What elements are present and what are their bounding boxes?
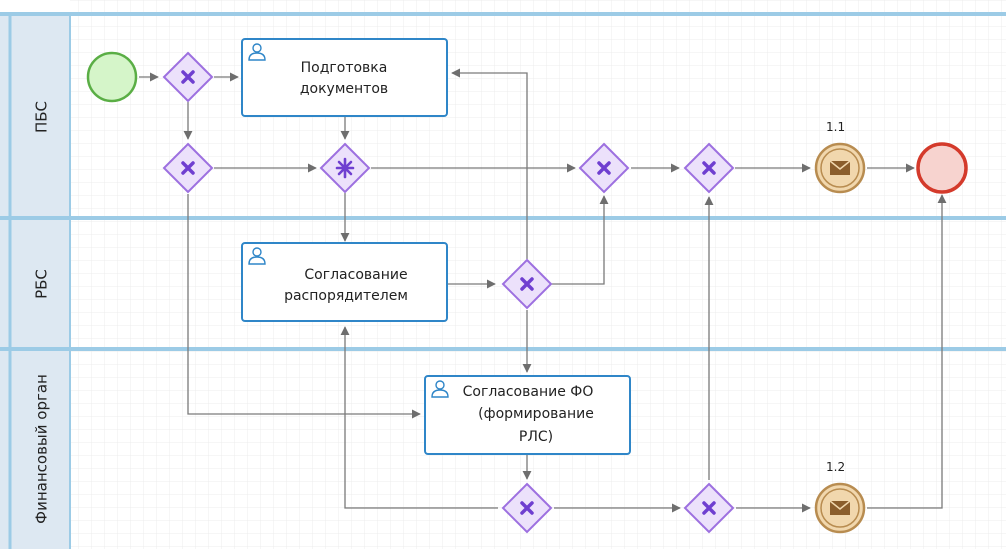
x-icon [702,501,716,515]
gateway-exclusive-6[interactable] [501,258,553,310]
gateway-exclusive-7[interactable] [501,482,553,534]
flow-g6-to-prepare[interactable] [451,68,528,259]
end-event[interactable] [916,142,968,194]
x-icon [181,70,195,84]
envelope-icon [829,160,851,175]
task-prepare-docs[interactable]: Подготовка документов [241,38,448,117]
message-event-label-1-1: 1.1 [826,120,845,134]
task-approve-manager-line1: Согласование [304,267,407,283]
lane-header-pbs [0,14,70,218]
user-icon [431,380,449,398]
gateway-exclusive-8[interactable] [683,482,735,534]
x-icon [702,161,716,175]
gateway-exclusive-5[interactable] [683,142,735,194]
x-icon [181,161,195,175]
flow-g6-to-g4[interactable] [551,195,609,285]
task-approve-fo[interactable]: Согласование ФО (формирование РЛС) [424,375,631,455]
flow-g2-to-approve-fo[interactable] [187,194,421,419]
flow-msg12-to-end[interactable] [867,194,947,509]
x-icon [520,501,534,515]
x-icon [520,277,534,291]
asterisk-icon [335,157,355,179]
lane-label-fo: Финансовый орган [33,374,51,524]
message-event-1-1[interactable] [814,142,866,194]
gateway-exclusive-1[interactable] [162,51,214,103]
gateway-exclusive-2[interactable] [162,142,214,194]
envelope-icon [829,500,851,515]
lane-label-rbs: РБС [33,269,51,299]
user-icon [248,247,266,265]
message-event-1-2[interactable] [814,482,866,534]
task-approve-manager-line2: распорядителем [284,288,408,304]
task-prepare-docs-line2: документов [300,81,388,97]
lane-label-pbs: ПБС [33,101,51,133]
lane-header-fo [0,349,70,549]
start-event[interactable] [86,51,138,103]
task-approve-fo-line3: РЛС) [519,429,553,445]
x-icon [597,161,611,175]
message-event-label-1-2: 1.2 [826,460,845,474]
task-approve-fo-line1: Согласование ФО [463,384,594,400]
gateway-exclusive-4[interactable] [578,142,630,194]
flow-g7-to-approve-manager[interactable] [340,326,498,509]
task-approve-fo-line2: (формирование [478,406,594,422]
gateway-complex[interactable] [319,142,371,194]
lane-header-rbs [0,218,70,349]
user-icon [248,43,266,61]
task-approve-manager[interactable]: Согласование распорядителем [241,242,448,322]
task-prepare-docs-line1: Подготовка [301,60,388,76]
